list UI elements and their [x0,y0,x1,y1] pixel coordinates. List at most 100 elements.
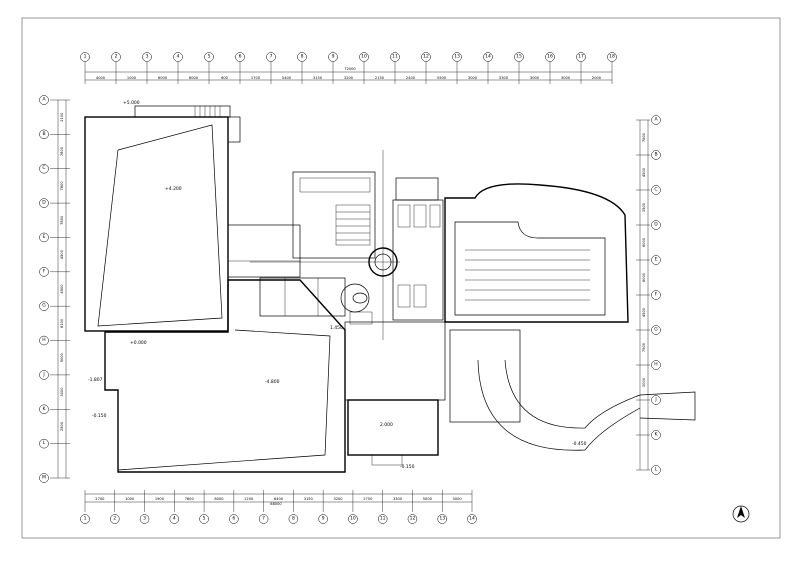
left-dimension: 7800 [60,215,64,225]
svg-text:6: 6 [239,54,242,60]
bottom-total-dimension: 68000 [270,502,282,506]
svg-text:9: 9 [332,54,335,60]
top-dimension: 3150 [313,76,323,80]
right-dimension: 7500 [642,342,646,352]
bottom-axis-bubble: 12 [407,514,418,524]
left-axis-bubble: G [39,301,49,311]
right-dimension: 7800 [642,132,646,142]
bottom-dimension: 7800 [185,497,195,501]
curved-colonnade-outer [477,359,641,451]
svg-text:J: J [42,371,44,377]
svg-text:13: 13 [454,54,460,60]
svg-text:M: M [42,475,46,481]
sheet-frame [21,17,781,539]
svg-text:B: B [654,152,657,158]
left-dimension-chain [57,100,67,478]
right-axis-bubble: D [651,220,661,230]
svg-text:12: 12 [423,54,429,60]
svg-text:5: 5 [203,516,206,522]
lower-hall-level: -4.800 [265,379,280,385]
svg-text:17: 17 [578,54,584,60]
bottom-dimension: 3150 [304,497,314,501]
bottom-dimension: 8000 [214,497,224,501]
top-axis-bubble: 14 [483,52,493,62]
svg-text:13: 13 [439,516,445,522]
right-axis-bubble: C [651,185,661,195]
bottom-axis-bubble: 14 [467,514,477,524]
top-axis-bubble: 15 [514,52,524,62]
right-dimension: 6000 [642,237,646,247]
bottom-dimension-chain: 68000 [85,493,472,506]
right-axis-bubble: F [651,290,661,300]
bottom-dimension: 2750 [363,497,373,501]
right-axis-bubble: G [651,325,661,335]
left-axis-bubble: A [39,95,49,105]
svg-text:9: 9 [322,516,325,522]
svg-text:8: 8 [301,54,304,60]
bottom-axis-bubble: 1 [80,514,90,524]
left-axis-bubble: E [39,232,49,243]
left-dimension: 2500 [60,421,64,431]
left-dimension: 2100 [60,112,64,122]
upper-hall-skylight [97,124,223,327]
right-dimension: 6000 [642,272,646,282]
north-arrow [732,505,750,523]
top-dimension: 600 [221,76,229,80]
svg-text:C: C [42,165,45,171]
top-dimension: 2000 [592,76,602,80]
left-dimension: 8100 [60,318,64,328]
top-total-dimension: 72000 [344,67,356,71]
svg-text:D: D [654,222,658,228]
left-low-level-3: -0.150 [92,413,107,419]
svg-text:2: 2 [113,516,116,522]
svg-text:16: 16 [547,54,553,60]
svg-text:E: E [655,257,658,263]
pool-hall [444,183,629,323]
svg-text:11: 11 [380,516,386,522]
top-axis-bubble: 13 [452,52,462,62]
bottom-dimension: 5000 [423,497,433,501]
right-axis-bubble: A [651,115,661,125]
left-axis-bubble: H [39,335,49,346]
svg-text:4: 4 [173,516,176,522]
right-dimension: 4500 [642,167,646,177]
top-dimension: 3000 [561,76,571,80]
top-axis-bubble: 11 [390,52,400,62]
svg-text:B: B [42,131,45,137]
svg-text:11: 11 [392,54,398,60]
svg-text:14: 14 [469,516,475,522]
lounge [344,321,446,401]
curved-colonnade-inner [504,359,641,429]
lower-hall-skylight [117,329,331,471]
bottom-dimension: 3200 [333,497,343,501]
bottom-axis-bubble: 3 [139,514,150,524]
svg-text:7: 7 [262,516,265,522]
svg-text:2: 2 [115,54,118,60]
top-dimension: 3000 [530,76,540,80]
bottom-dimension: 2700 [95,497,105,501]
top-axis-bubble: 5 [204,52,214,62]
top-dimension: 4000 [96,76,106,80]
bottom-axis-bubble: 2 [110,514,120,524]
top-axis-bubble: 1 [80,52,90,62]
svg-text:F: F [43,268,46,274]
lower-left-hall [104,279,346,473]
bottom-dimension: 1900 [155,497,165,501]
svg-text:10: 10 [361,54,367,60]
svg-text:10: 10 [350,516,356,522]
stair-hole-level: 1.450 [330,325,343,331]
bottom-dimension: 3000 [453,497,463,501]
right-axis-bubble: L [651,465,661,475]
top-dimension: 1000 [127,76,137,80]
court-level: 2.000 [380,422,393,428]
left-axis-bubble: M [39,473,49,483]
top-axis-bubble: 4 [173,52,183,62]
svg-text:K: K [43,406,47,412]
top-axis-bubble: 3 [142,52,152,62]
left-dimension: 3000 [60,387,64,397]
svg-text:A: A [42,97,46,103]
side-stair [227,116,241,143]
svg-text:K: K [655,432,659,438]
top-dimension: 5500 [437,76,447,80]
